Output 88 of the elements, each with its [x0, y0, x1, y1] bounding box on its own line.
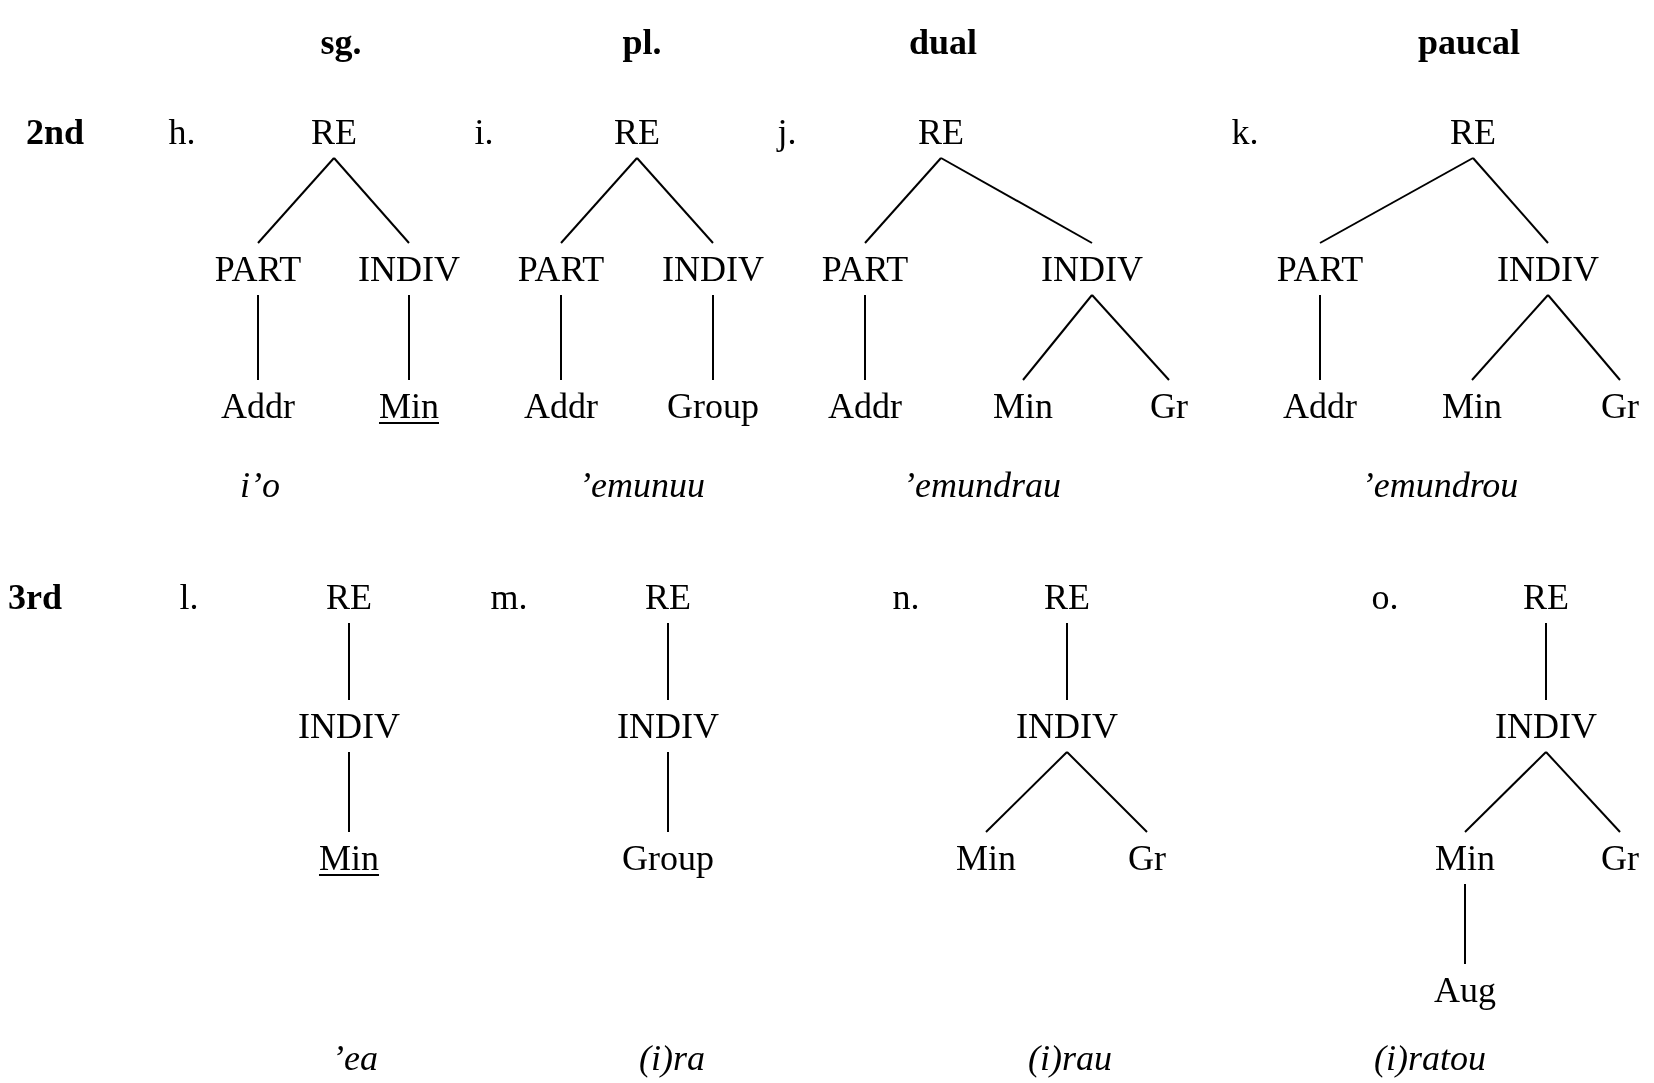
- example-letter: m.: [490, 579, 528, 615]
- tree-node-label: Addr: [520, 378, 602, 434]
- tree-branch: [864, 157, 942, 244]
- tree-branch: [1319, 294, 1321, 381]
- tree-node-label: Gr: [1146, 378, 1192, 434]
- tree-node-label: RE: [1519, 569, 1573, 625]
- example-letter: l.: [179, 579, 199, 615]
- tree-branch: [1066, 622, 1068, 701]
- word-form: ’emundrau: [903, 467, 1061, 503]
- tree-branch: [1319, 157, 1474, 244]
- tree-node-label: INDIV: [1012, 698, 1122, 754]
- tree-node-label: INDIV: [1491, 698, 1601, 754]
- tree-branch: [940, 157, 1093, 244]
- tree-node-label: RE: [641, 569, 695, 625]
- example-letter: j.: [777, 114, 797, 150]
- tree-node-label: Min: [952, 830, 1020, 886]
- tree-branch: [985, 751, 1068, 833]
- tree-branch: [560, 294, 562, 381]
- word-form: (i)ra: [639, 1040, 705, 1076]
- tree-node-label: RE: [307, 104, 361, 160]
- tree-node-label: Min: [1438, 378, 1506, 434]
- word-form: ’emunuu: [579, 467, 705, 503]
- tree-branch: [1091, 294, 1170, 381]
- tree-branch: [1545, 751, 1621, 833]
- tree-branch: [348, 751, 350, 833]
- tree-branch: [257, 294, 259, 381]
- tree-branch: [667, 751, 669, 833]
- tree-node-label: Gr: [1597, 830, 1643, 886]
- tree-branch: [712, 294, 714, 381]
- row-heading: 2nd: [26, 114, 84, 150]
- tree-branch: [257, 157, 335, 244]
- word-form: ’ea: [332, 1040, 378, 1076]
- example-letter: i.: [474, 114, 494, 150]
- tree-node-label: INDIV: [613, 698, 723, 754]
- tree-branch: [1022, 294, 1093, 381]
- word-form: ’emundrou: [1361, 467, 1519, 503]
- tree-branch: [333, 157, 410, 244]
- tree-branch: [1547, 294, 1621, 381]
- tree-node-label: Min: [375, 378, 443, 434]
- example-letter: o.: [1371, 579, 1399, 615]
- tree-node-label: INDIV: [1493, 241, 1603, 297]
- tree-node-label: Addr: [217, 378, 299, 434]
- word-form: i’o: [240, 467, 280, 503]
- tree-branch: [1066, 751, 1148, 833]
- tree-node-label: Group: [663, 378, 763, 434]
- tree-node-label: Group: [618, 830, 718, 886]
- tree-branch: [1464, 751, 1547, 833]
- word-form: (i)rau: [1028, 1040, 1112, 1076]
- tree-node-label: RE: [610, 104, 664, 160]
- tree-node-label: Aug: [1430, 962, 1500, 1018]
- example-letter: h.: [168, 114, 196, 150]
- tree-branch: [1471, 294, 1549, 381]
- tree-branch: [348, 622, 350, 701]
- tree-branch: [560, 157, 638, 244]
- tree-node-label: INDIV: [354, 241, 464, 297]
- tree-branch: [864, 294, 866, 381]
- tree-branch: [636, 157, 714, 244]
- tree-node-label: INDIV: [294, 698, 404, 754]
- tree-branch: [1464, 883, 1466, 965]
- row-heading: 3rd: [8, 579, 62, 615]
- column-heading: pl.: [622, 24, 662, 60]
- word-form: (i)ratou: [1374, 1040, 1486, 1076]
- example-letter: n.: [892, 579, 920, 615]
- tree-node-label: RE: [914, 104, 968, 160]
- tree-node-label: PART: [210, 241, 306, 297]
- tree-branch: [1545, 622, 1547, 701]
- column-heading: paucal: [1418, 24, 1520, 60]
- tree-branch: [667, 622, 669, 701]
- tree-node-label: PART: [1272, 241, 1368, 297]
- tree-node-label: PART: [817, 241, 913, 297]
- tree-node-label: Min: [315, 830, 383, 886]
- tree-node-label: RE: [1446, 104, 1500, 160]
- example-letter: k.: [1231, 114, 1259, 150]
- tree-node-label: INDIV: [1037, 241, 1147, 297]
- column-heading: dual: [909, 24, 977, 60]
- tree-branch: [1472, 157, 1549, 244]
- tree-node-label: Addr: [1279, 378, 1361, 434]
- tree-node-label: Addr: [824, 378, 906, 434]
- tree-branch: [408, 294, 410, 381]
- tree-node-label: Min: [1431, 830, 1499, 886]
- column-heading: sg.: [320, 24, 362, 60]
- tree-node-label: Min: [989, 378, 1057, 434]
- tree-node-label: Gr: [1597, 378, 1643, 434]
- tree-node-label: PART: [513, 241, 609, 297]
- tree-node-label: INDIV: [658, 241, 768, 297]
- tree-node-label: RE: [322, 569, 376, 625]
- tree-node-label: Gr: [1124, 830, 1170, 886]
- tree-node-label: RE: [1040, 569, 1094, 625]
